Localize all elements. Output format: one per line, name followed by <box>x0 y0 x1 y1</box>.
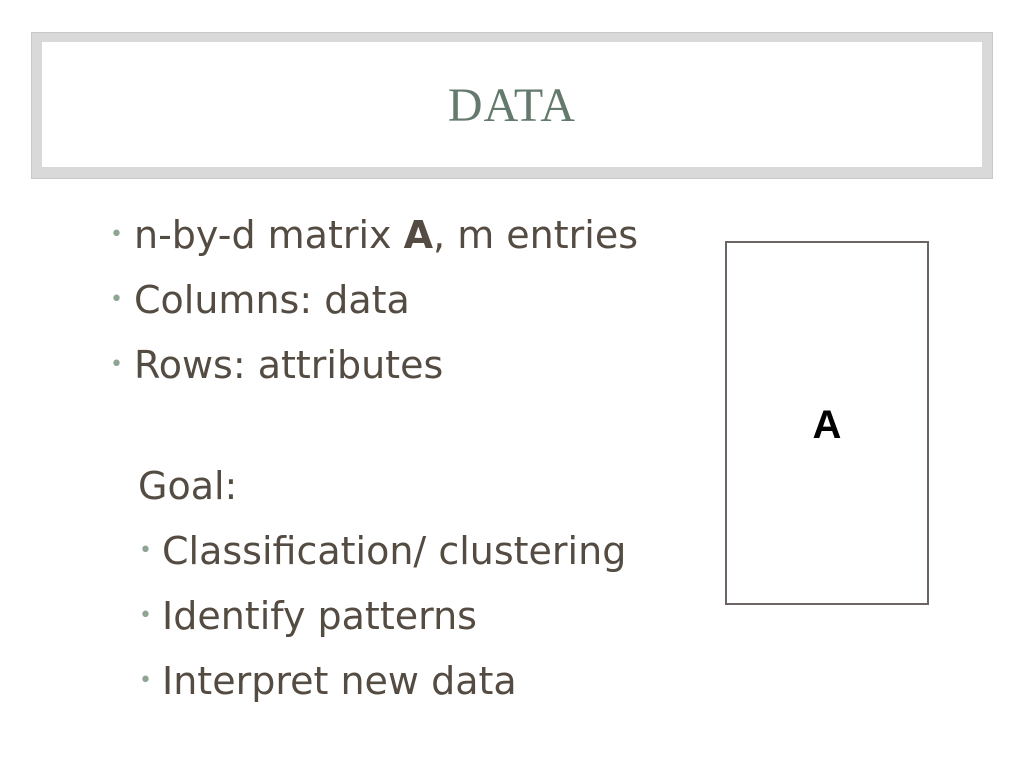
matrix-label: A <box>812 402 842 447</box>
spacer <box>108 398 718 454</box>
bullet-text: Columns: data <box>134 278 410 322</box>
goal-item-classification: • Classification/ clustering <box>108 519 718 584</box>
bullet-dot-icon: • <box>110 287 123 312</box>
bullet-dot-icon: • <box>139 603 152 628</box>
goal-item-interpret: • Interpret new data <box>108 649 718 714</box>
goal-item-text: Classification/ clustering <box>162 529 627 573</box>
bullet-item-rows: • Rows: attributes <box>108 333 718 398</box>
bullet-item-matrix: • n-by-d matrix A, m entries <box>108 203 718 268</box>
bullet-item-columns: • Columns: data <box>108 268 718 333</box>
bullet-text-bold: A <box>403 213 434 257</box>
title-frame: DATA <box>31 32 993 179</box>
bullet-list: • n-by-d matrix A, m entries • Columns: … <box>108 203 718 714</box>
bullet-dot-icon: • <box>110 352 123 377</box>
goal-item-patterns: • Identify patterns <box>108 584 718 649</box>
bullet-dot-icon: • <box>139 538 152 563</box>
title-panel: DATA <box>42 42 982 167</box>
bullet-dot-icon: • <box>110 222 123 247</box>
matrix-diagram: A <box>725 241 929 605</box>
goal-item-text: Identify patterns <box>162 594 477 638</box>
bullet-text: Rows: attributes <box>134 343 444 387</box>
goal-item-text: Interpret new data <box>162 659 517 703</box>
goal-label: Goal: <box>108 454 718 519</box>
slide-title: DATA <box>447 79 577 132</box>
bullet-text-pre: n-by-d matrix <box>134 213 404 257</box>
bullet-dot-icon: • <box>139 668 152 693</box>
bullet-text-post: , m entries <box>433 213 639 257</box>
goal-label-text: Goal: <box>138 464 238 508</box>
